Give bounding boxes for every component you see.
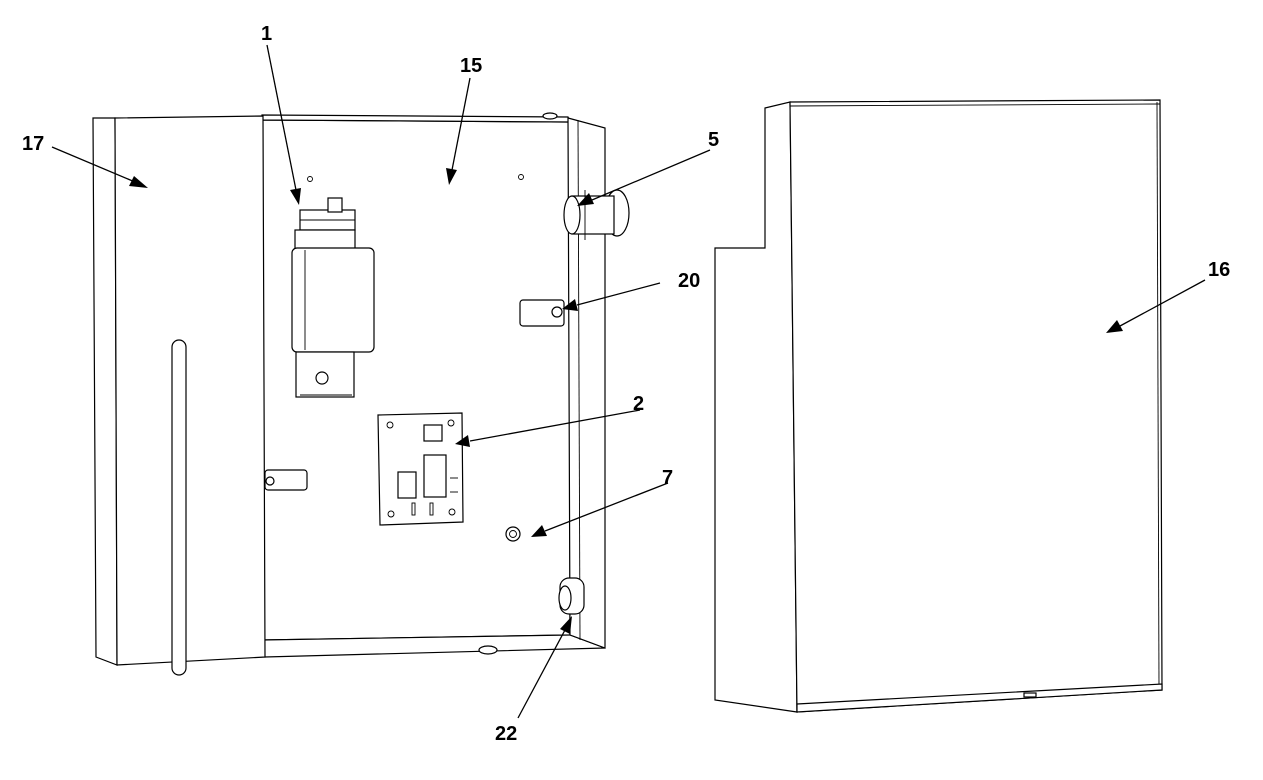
callout-16: 16	[1208, 259, 1230, 281]
callout-5: 5	[708, 129, 719, 151]
cable-clamp-20	[519, 299, 565, 327]
enclosure-cover-16	[714, 99, 1163, 713]
callout-15: 15	[460, 55, 482, 77]
callout-2: 2	[633, 393, 644, 415]
callout-labels: 17 1 15 5 20 2 7 22 16	[22, 23, 1230, 745]
circuit-board-2	[377, 412, 464, 526]
callout-17: 17	[22, 133, 44, 155]
fitting-5	[563, 189, 630, 240]
mounting-hole	[307, 176, 313, 182]
solenoid-assembly-1	[291, 197, 375, 398]
callout-1: 1	[261, 23, 272, 45]
grommet-7	[505, 526, 521, 542]
callout-20: 20	[678, 270, 700, 292]
mounting-hole	[518, 174, 524, 180]
leader-lines	[51, 44, 1206, 719]
cable-clamp	[264, 469, 308, 491]
bushing-22	[558, 577, 585, 615]
callout-22: 22	[495, 723, 517, 745]
callout-7: 7	[662, 467, 673, 489]
side-cover-17	[92, 115, 266, 676]
